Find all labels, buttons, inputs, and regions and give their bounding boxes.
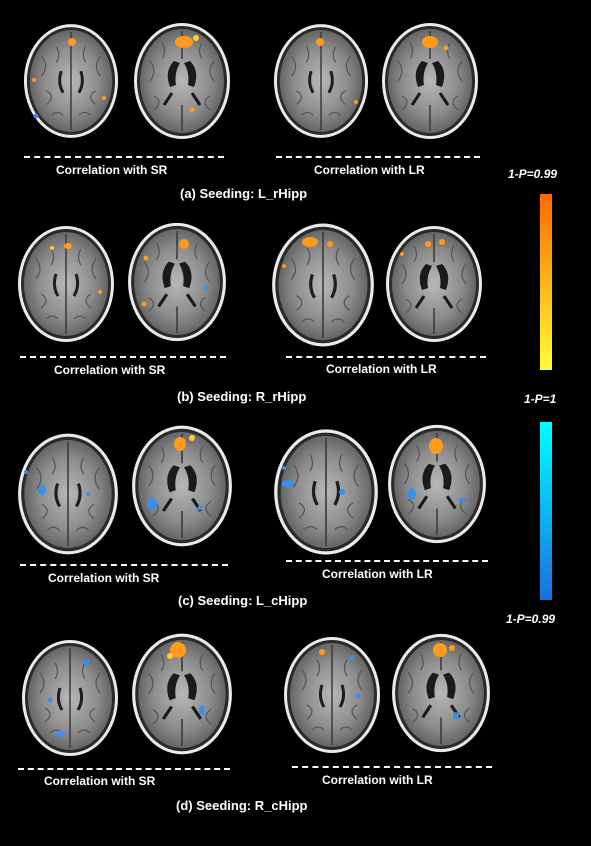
divider-a-left (24, 156, 224, 158)
warm-colorbar (540, 194, 552, 370)
label-a-sr: Correlation with SR (56, 163, 168, 177)
brain-slice-b3 (270, 220, 376, 350)
divider-a-right (276, 156, 480, 158)
brain-slice-d4 (390, 626, 492, 760)
label-b-lr: Correlation with LR (326, 362, 437, 376)
brain-slice-a3 (272, 20, 370, 142)
label-d-sr: Correlation with SR (44, 774, 156, 788)
label-c-sr: Correlation with SR (48, 571, 160, 585)
divider-c-left (20, 564, 228, 566)
brain-slice-b2 (126, 218, 228, 346)
divider-c-right (286, 560, 488, 562)
brain-slice-d3 (282, 630, 382, 760)
caption-d: (d) Seeding: R_cHipp (176, 798, 308, 813)
warm-scale-top-label: 1-P=0.99 (508, 167, 558, 181)
label-b-sr: Correlation with SR (54, 363, 166, 377)
divider-d-right (292, 766, 492, 768)
label-d-lr: Correlation with LR (322, 773, 433, 787)
brain-slice-b4 (384, 218, 484, 350)
divider-d-left (18, 768, 230, 770)
brain-slice-a4 (380, 18, 480, 144)
scale-middle-label: 1-P=1 (524, 392, 557, 406)
caption-a: (a) Seeding: L_rHipp (180, 186, 308, 201)
brain-slice-b1 (16, 222, 116, 346)
brain-slice-a2 (132, 18, 232, 144)
caption-c: (c) Seeding: L_cHipp (178, 593, 308, 608)
brain-slice-d1 (20, 634, 120, 762)
brain-slice-d2 (130, 626, 234, 762)
brain-slice-c2 (130, 418, 234, 554)
divider-b-left (20, 356, 226, 358)
brain-slice-c3 (272, 424, 380, 560)
label-c-lr: Correlation with LR (322, 567, 433, 581)
label-a-lr: Correlation with LR (314, 163, 425, 177)
divider-b-right (286, 356, 486, 358)
brain-slice-c1 (16, 428, 120, 560)
cool-scale-bottom-label: 1-P=0.99 (506, 612, 556, 626)
brain-slice-c4 (386, 416, 488, 552)
caption-b: (b) Seeding: R_rHipp (177, 389, 307, 404)
brain-slice-a1 (22, 20, 120, 142)
cool-colorbar (540, 422, 552, 600)
